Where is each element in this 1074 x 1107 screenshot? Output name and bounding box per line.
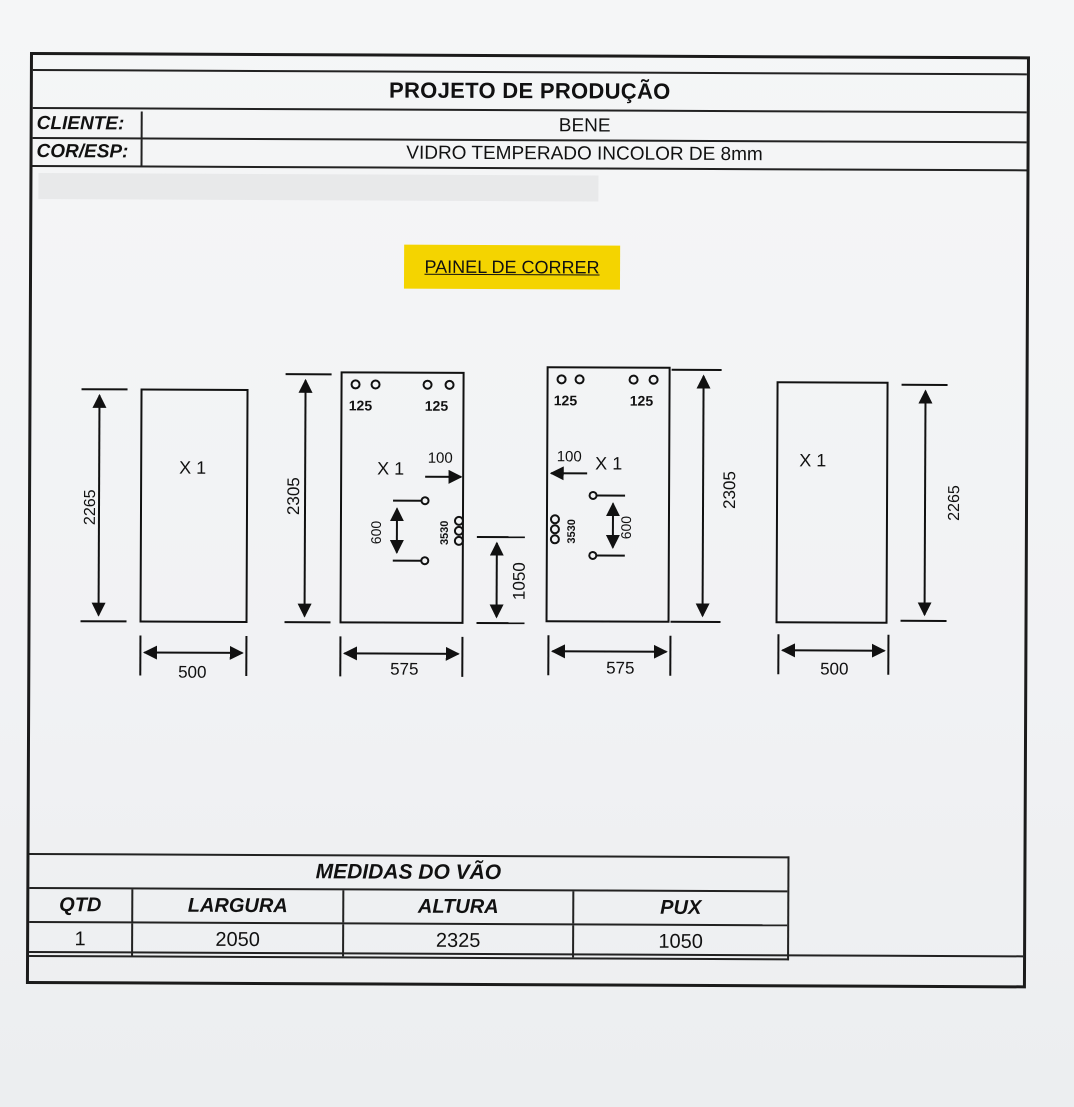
- panel-3-width: 575: [606, 659, 634, 678]
- panel-1-width: 500: [178, 663, 206, 682]
- panel-4-qty: X 1: [799, 450, 826, 470]
- panel-2-height: 2305: [284, 477, 303, 515]
- panel-2-hole-left: 125: [349, 397, 373, 413]
- panel-3-qty: X 1: [595, 453, 622, 473]
- production-form: PROJETO DE PRODUÇÃO CLIENTE: BENE COR/ES…: [25, 52, 1030, 989]
- measures-header-row: QTD LARGURA ALTURA PUX: [29, 889, 787, 924]
- measures-table: MEDIDAS DO VÃO QTD LARGURA ALTURA PUX 1 …: [29, 853, 790, 961]
- header-pux: PUX: [660, 896, 702, 919]
- panel-4-height: 2265: [946, 485, 963, 521]
- header-altura: ALTURA: [344, 890, 575, 924]
- panel-2-offset: 100: [428, 450, 453, 467]
- panel-3-hole-right: 125: [630, 393, 654, 409]
- panel-3-hole-left: 125: [554, 392, 578, 408]
- panel-drawings: 2265 X 1 500 2305 125 125 X 1 100 600 35…: [80, 366, 963, 682]
- panel-2-pux-height: 1050: [510, 562, 529, 600]
- panel-2-qty: X 1: [377, 459, 404, 479]
- panel-1-qty: X 1: [179, 458, 206, 478]
- measures-title: MEDIDAS DO VÃO: [29, 855, 788, 893]
- panel-2-hole-right: 125: [425, 398, 449, 414]
- panel-3-offset: 100: [557, 448, 582, 465]
- panel-2-hole-label: 3530: [439, 521, 451, 546]
- panel-2-handle-spacing: 600: [368, 521, 384, 545]
- panel-2-width: 575: [390, 660, 418, 679]
- panel-1-height: 2265: [82, 489, 99, 525]
- panel-3-handle-spacing: 600: [618, 516, 634, 540]
- panel-3-hole-label: 3530: [566, 519, 578, 544]
- panel-3-height: 2305: [720, 471, 739, 509]
- header-largura: LARGURA: [133, 889, 345, 923]
- header-qtd: QTD: [29, 889, 134, 922]
- panel-4-width: 500: [820, 659, 848, 678]
